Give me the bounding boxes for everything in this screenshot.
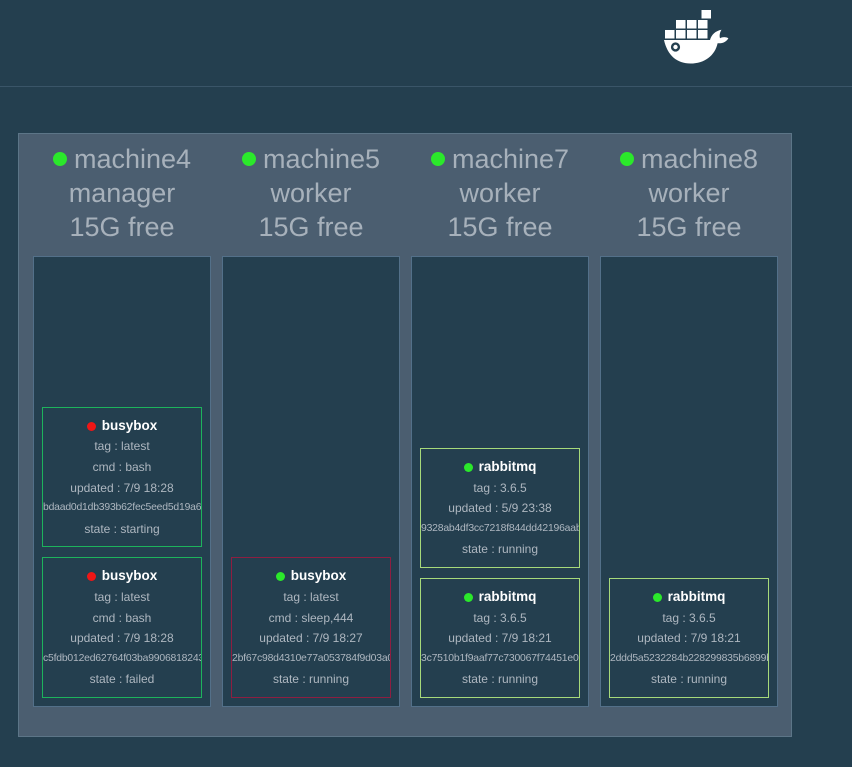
container-name: rabbitmq xyxy=(667,589,726,605)
container-tag: tag : latest xyxy=(94,439,150,454)
container-card: rabbitmq tag : 3.6.5 updated : 7/9 18:21 2d… xyxy=(609,578,769,698)
container-id: bdaad0d1db393b62fec5eed5d19a66 xyxy=(43,502,201,514)
node-header: machine5 worker 15G free xyxy=(222,134,400,256)
container-card: busybox tag : latest cmd : sleep,444 update… xyxy=(231,557,391,698)
node-column-machine5: machine5 worker 15G free busybox tag : lates… xyxy=(222,134,400,707)
container-state: state : running xyxy=(650,672,728,687)
node-status-dot xyxy=(241,152,256,166)
container-title: busybox xyxy=(43,566,201,587)
container-title: busybox xyxy=(232,566,390,587)
container-name: busybox xyxy=(101,417,158,433)
container-card: rabbitmq tag : 3.6.5 updated : 5/9 23:38 93… xyxy=(420,448,580,569)
container-status-dot xyxy=(463,462,473,472)
container-status-dot xyxy=(275,572,285,582)
container-id: 9328ab4df3cc7218f844dd42196aab7 xyxy=(421,522,579,534)
node-role: worker xyxy=(648,178,730,208)
node-header: machine4 manager 15G free xyxy=(33,134,211,256)
container-tag: tag : latest xyxy=(283,590,339,605)
node-free-space: 15G free xyxy=(258,212,364,242)
node-free-space: 15G free xyxy=(636,212,742,242)
node-status-dot xyxy=(52,152,67,166)
node-role: manager xyxy=(68,178,176,208)
container-tag: tag : 3.6.5 xyxy=(473,480,527,495)
node-title: machine7 xyxy=(411,142,589,176)
container-title: rabbitmq xyxy=(421,587,579,608)
node-title: machine4 xyxy=(33,142,211,176)
container-id: 3c7510b1f9aaf77c730067f74451e05 xyxy=(421,652,579,664)
container-cmd: cmd : bash xyxy=(92,460,152,475)
swarm-panel: machine4 manager 15G free busybox tag : late… xyxy=(18,133,792,737)
node-status-dot xyxy=(430,152,445,166)
node-column-machine4: machine4 manager 15G free busybox tag : late… xyxy=(33,134,211,707)
container-status-dot xyxy=(86,421,96,431)
node-status-dot xyxy=(619,152,634,166)
node-column-machine8: machine8 worker 15G free rabbitmq tag : 3.6.… xyxy=(600,134,778,707)
node-containers: rabbitmq tag : 3.6.5 updated : 5/9 23:38 93… xyxy=(411,256,589,707)
container-title: busybox xyxy=(43,416,201,437)
container-name: rabbitmq xyxy=(478,589,537,605)
container-tag: tag : latest xyxy=(94,590,150,605)
node-name: machine7 xyxy=(451,144,570,174)
node-header: machine7 worker 15G free xyxy=(411,134,589,256)
container-tag: tag : 3.6.5 xyxy=(473,610,527,625)
container-updated: updated : 7/9 18:28 xyxy=(70,631,174,646)
node-containers: busybox tag : latest cmd : sleep,444 update… xyxy=(222,256,400,707)
container-state: state : starting xyxy=(84,521,160,536)
container-title: rabbitmq xyxy=(610,587,768,608)
node-role: worker xyxy=(270,178,352,208)
node-name: machine4 xyxy=(73,144,192,174)
container-title: rabbitmq xyxy=(421,457,579,478)
container-updated: updated : 7/9 18:21 xyxy=(637,631,741,646)
node-title: machine8 xyxy=(600,142,778,176)
container-name: rabbitmq xyxy=(478,459,537,475)
node-free-space: 15G free xyxy=(69,212,175,242)
node-role: worker xyxy=(459,178,541,208)
node-containers: rabbitmq tag : 3.6.5 updated : 7/9 18:21 2d… xyxy=(600,256,778,707)
node-header: machine8 worker 15G free xyxy=(600,134,778,256)
whale-eye xyxy=(670,42,681,52)
container-status-dot xyxy=(86,572,96,582)
top-header-bar xyxy=(0,0,852,87)
container-state: state : failed xyxy=(89,672,155,687)
node-name: machine8 xyxy=(640,144,759,174)
container-state: state : running xyxy=(461,672,539,687)
container-cmd: cmd : sleep,444 xyxy=(268,610,354,625)
container-id: 2bf67c98d4310e77a053784f9d03a04 xyxy=(232,652,390,664)
container-state: state : running xyxy=(272,672,350,687)
node-title: machine5 xyxy=(222,142,400,176)
container-updated: updated : 7/9 18:27 xyxy=(259,631,363,646)
container-status-dot xyxy=(652,592,662,602)
container-id: c5fdb012ed62764f03ba99068182430 xyxy=(43,652,201,664)
container-updated: updated : 7/9 18:28 xyxy=(70,480,174,495)
node-containers: busybox tag : latest cmd : bash updated : 7… xyxy=(33,256,211,707)
container-cmd: cmd : bash xyxy=(92,610,152,625)
container-id: 2ddd5a5232284b228299835b6899ba xyxy=(610,652,768,664)
container-updated: updated : 7/9 18:21 xyxy=(448,631,552,646)
node-free-space: 15G free xyxy=(447,212,553,242)
container-card: busybox tag : latest cmd : bash updated : 7… xyxy=(42,557,202,698)
container-state: state : running xyxy=(461,542,539,557)
container-card: busybox tag : latest cmd : bash updated : 7… xyxy=(42,406,202,548)
container-name: busybox xyxy=(290,568,347,584)
node-column-machine7: machine7 worker 15G free rabbitmq tag : 3.6.… xyxy=(411,134,589,707)
container-status-dot xyxy=(463,592,473,602)
container-name: busybox xyxy=(101,568,158,584)
container-updated: updated : 5/9 23:38 xyxy=(448,501,552,516)
node-name: machine5 xyxy=(262,144,381,174)
container-card: rabbitmq tag : 3.6.5 updated : 7/9 18:21 3c… xyxy=(420,578,580,698)
container-tag: tag : 3.6.5 xyxy=(662,610,716,625)
docker-whale-icon xyxy=(663,8,733,70)
